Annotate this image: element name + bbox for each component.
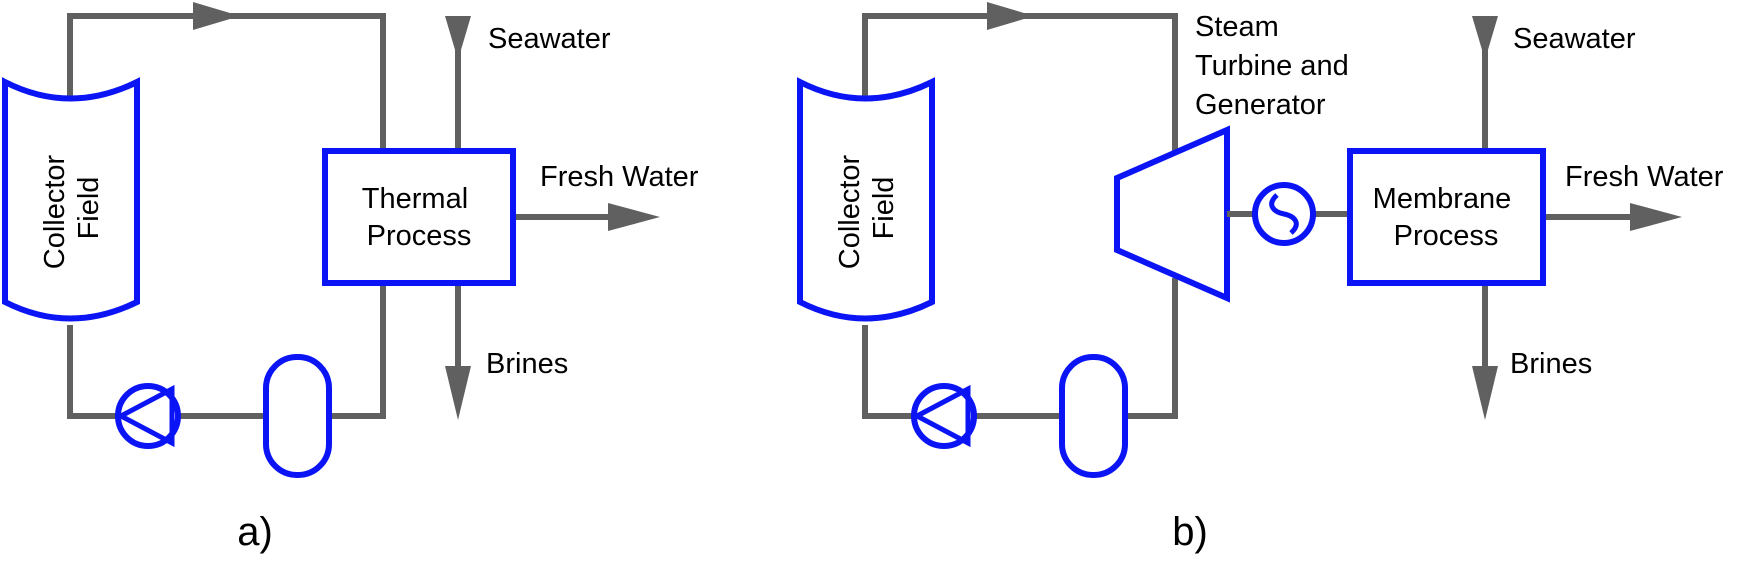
membrane-process-box xyxy=(1347,148,1546,286)
fresh-water-arrow-b xyxy=(1630,203,1682,231)
generator-icon xyxy=(1252,182,1316,246)
seawater-arrow-b xyxy=(1472,16,1498,60)
storage-tank-a xyxy=(263,354,332,478)
brines-arrow-b xyxy=(1472,366,1498,420)
steam-turbine-icon xyxy=(1114,125,1230,303)
brines-label-b: Brines xyxy=(1510,348,1592,380)
seawater-label-b: Seawater xyxy=(1513,23,1636,55)
return-pipe-b xyxy=(862,278,1178,419)
membrane-process-label: Membrane Process xyxy=(1373,183,1520,252)
panel-label-a: a) xyxy=(237,510,273,554)
seawater-arrow-a xyxy=(445,16,471,60)
collector-field-a xyxy=(2,77,140,322)
pump-icon-a xyxy=(115,383,181,449)
collector-field-b xyxy=(797,77,935,322)
flow-arrow-b xyxy=(987,2,1034,30)
diagram-a: Seawater Fresh Water Brines Collector Fi… xyxy=(2,2,699,478)
flow-arrow-a xyxy=(193,2,240,30)
panel-label-b: b) xyxy=(1172,510,1208,554)
brines-arrow-a xyxy=(445,366,471,420)
diagram-b: Steam Turbine and Generator Seawater Fre… xyxy=(797,2,1724,478)
return-pipe-a xyxy=(67,283,386,419)
thermal-process-box xyxy=(322,148,516,286)
brines-label-a: Brines xyxy=(486,348,568,380)
collector-field-label-b: Collector Field xyxy=(834,147,900,270)
turbine-label: Steam Turbine and Generator xyxy=(1195,11,1357,121)
thermal-process-label: Thermal Process xyxy=(362,183,476,252)
seawater-label-a: Seawater xyxy=(488,23,611,55)
fresh-water-arrow-a xyxy=(608,203,660,231)
storage-tank-b xyxy=(1059,354,1128,478)
fresh-water-label-a: Fresh Water xyxy=(540,161,699,193)
fresh-water-label-b: Fresh Water xyxy=(1565,161,1724,193)
pump-icon-b xyxy=(911,383,977,449)
collector-field-label-a: Collector Field xyxy=(39,147,105,270)
